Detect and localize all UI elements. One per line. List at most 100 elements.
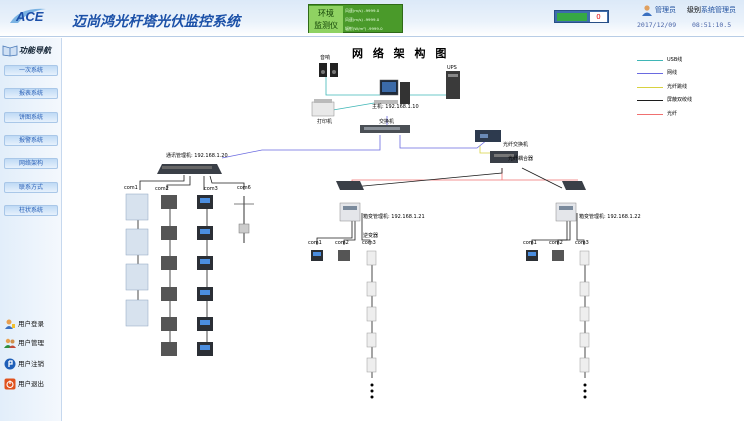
label-box2-com2: com2 [549,240,563,246]
label-box1-com2: com2 [335,240,349,246]
legend: USB线 网线 光纤跳线 屏蔽双绞线 光纤 [634,50,740,130]
company-logo: ACE [10,8,46,24]
label-com1: com1 [124,185,138,191]
fiber-coupler-device [490,151,518,163]
sidebar-nav: 功能导航 一次系统 报表系统 饼图系统 报警系统 网络架构 联系方式 柱状系统 … [0,38,62,421]
env-monitor-panel[interactable]: 环境 监测仪 风速(m/s) -9999.0 风速(m/s) -9999.0 辐… [308,4,403,33]
label-box2-com3: com3 [575,240,589,246]
user-login-button[interactable]: 用户登录 [4,317,44,331]
usb-line-printer [332,101,381,111]
sidebar-item-network[interactable]: 网络架构 [4,158,58,169]
label-com3: com3 [204,186,218,192]
alarm-count: 0 [590,12,607,22]
meter-column-1 [125,193,149,327]
comm-manager-device [157,164,222,174]
network-switch [360,125,410,133]
speaker-device [319,63,338,77]
meter-column-2 [161,195,177,356]
sidebar-item-bar-system[interactable]: 柱状系统 [4,205,58,216]
box1-inverters [366,250,377,399]
rs485-box1-com2 [343,213,356,245]
label-fiber-switch: 光纤交换机 [503,142,529,148]
label-box-manager-1: 箱变管理机: 192.168.1.21 [363,214,425,220]
exit-icon [4,378,16,390]
box-manager-1 [339,202,361,222]
legend-item-usb: USB线 [634,55,740,65]
rs485-box2-com2 [557,213,571,245]
user-logout-button[interactable]: 用户注销 [4,357,44,371]
weather-station [234,196,254,243]
legend-swatch-usb [637,60,663,61]
user-exit-button[interactable]: 用户退出 [4,377,44,391]
env-monitor-values: 风速(m/s) -9999.0 风速(m/s) -9999.0 辐射(W/m²)… [345,6,403,33]
box2-meters [526,250,564,261]
usb-line-ups [404,85,451,96]
header-bar: ACE 迈尚鸿光杆塔光伏监控系统 环境 监测仪 风速(m/s) -9999.0 … [0,0,744,37]
label-switch: 交换机 [379,119,395,125]
label-com2: com2 [155,186,169,192]
label-box1-com3: com3 [362,240,376,246]
box-manager-2 [555,202,577,222]
current-time: 08:51:10.5 [692,21,732,29]
label-fiber-coupler: 光纤耦合器 [508,156,534,162]
link-coupler-box2 [521,167,563,189]
env-value-1: 风速(m/s) -9999.0 [345,8,380,13]
legend-swatch-shielded [637,100,663,101]
logout-icon [4,358,16,370]
env-value-3: 辐射(W/m²) -9999.0 [345,26,383,31]
current-date: 2017/12/09 [637,21,677,29]
legend-item-net: 网线 [634,68,740,78]
box-switch-1 [336,181,364,190]
user-manage-button[interactable]: 用户管理 [4,336,44,350]
alarm-status-light [557,13,587,21]
box-switch-2 [562,181,586,190]
fiber-switch-device [475,130,501,142]
users-icon [4,338,16,348]
rs485-box1-com3 [361,213,371,245]
network-diagram: 网 络 架 构 图 [62,38,744,421]
label-box2-com1: com1 [523,240,537,246]
rs485-com2 [166,176,191,190]
legend-swatch-net [637,73,663,74]
printer-device [311,99,335,117]
box1-meters [311,250,350,261]
fiber-jumper-line [479,146,494,154]
label-com6: com6 [237,185,251,191]
rs485-com1 [139,175,185,190]
legend-item-fiber-jumper: 光纤跳线 [634,82,740,92]
label-speaker: 音响 [320,55,331,61]
label-box1-com1: com1 [308,240,322,246]
alarm-indicator[interactable]: 0 [554,10,609,23]
nav-book-icon [2,45,18,57]
net-line-fiber-switch [399,135,488,149]
nav-title: 功能导航 [2,42,60,58]
sidebar-item-primary-system[interactable]: 一次系统 [4,65,58,76]
fiber-line [351,179,578,183]
label-ups: UPS [447,65,457,71]
diagram-canvas [125,63,590,399]
sidebar-item-report-system[interactable]: 报表系统 [4,88,58,99]
link-coupler-box1 [341,168,503,189]
user-role: 管理员 [655,6,676,14]
login-icon [5,319,15,329]
rs485-com6 [209,175,245,190]
legend-item-fiber: 光纤 [634,109,740,119]
legend-swatch-fiber-jumper [637,87,663,88]
rs485-box2-com3 [576,213,585,245]
sidebar-item-alarm-system[interactable]: 报警系统 [4,135,58,146]
legend-item-shielded: 屏蔽双绞线 [634,95,740,105]
rs485-box2-com1 [531,213,568,245]
label-inverter: 逆变器 [363,233,379,239]
usb-line-speaker [325,72,380,96]
app-title: 迈尚鸿光杆塔光伏监控系统 [72,14,240,30]
sidebar-item-contact[interactable]: 联系方式 [4,182,58,193]
diagram-title: 网 络 架 构 图 [352,47,450,60]
box2-inverters [579,250,590,399]
net-line-comm [221,135,381,159]
label-printer: 打印机 [317,119,333,125]
label-host: 主机: 192.168.1.10 [372,104,419,110]
host-computer [374,79,410,104]
legend-swatch-fiber [637,114,663,115]
sidebar-item-pie-system[interactable]: 饼图系统 [4,112,58,123]
